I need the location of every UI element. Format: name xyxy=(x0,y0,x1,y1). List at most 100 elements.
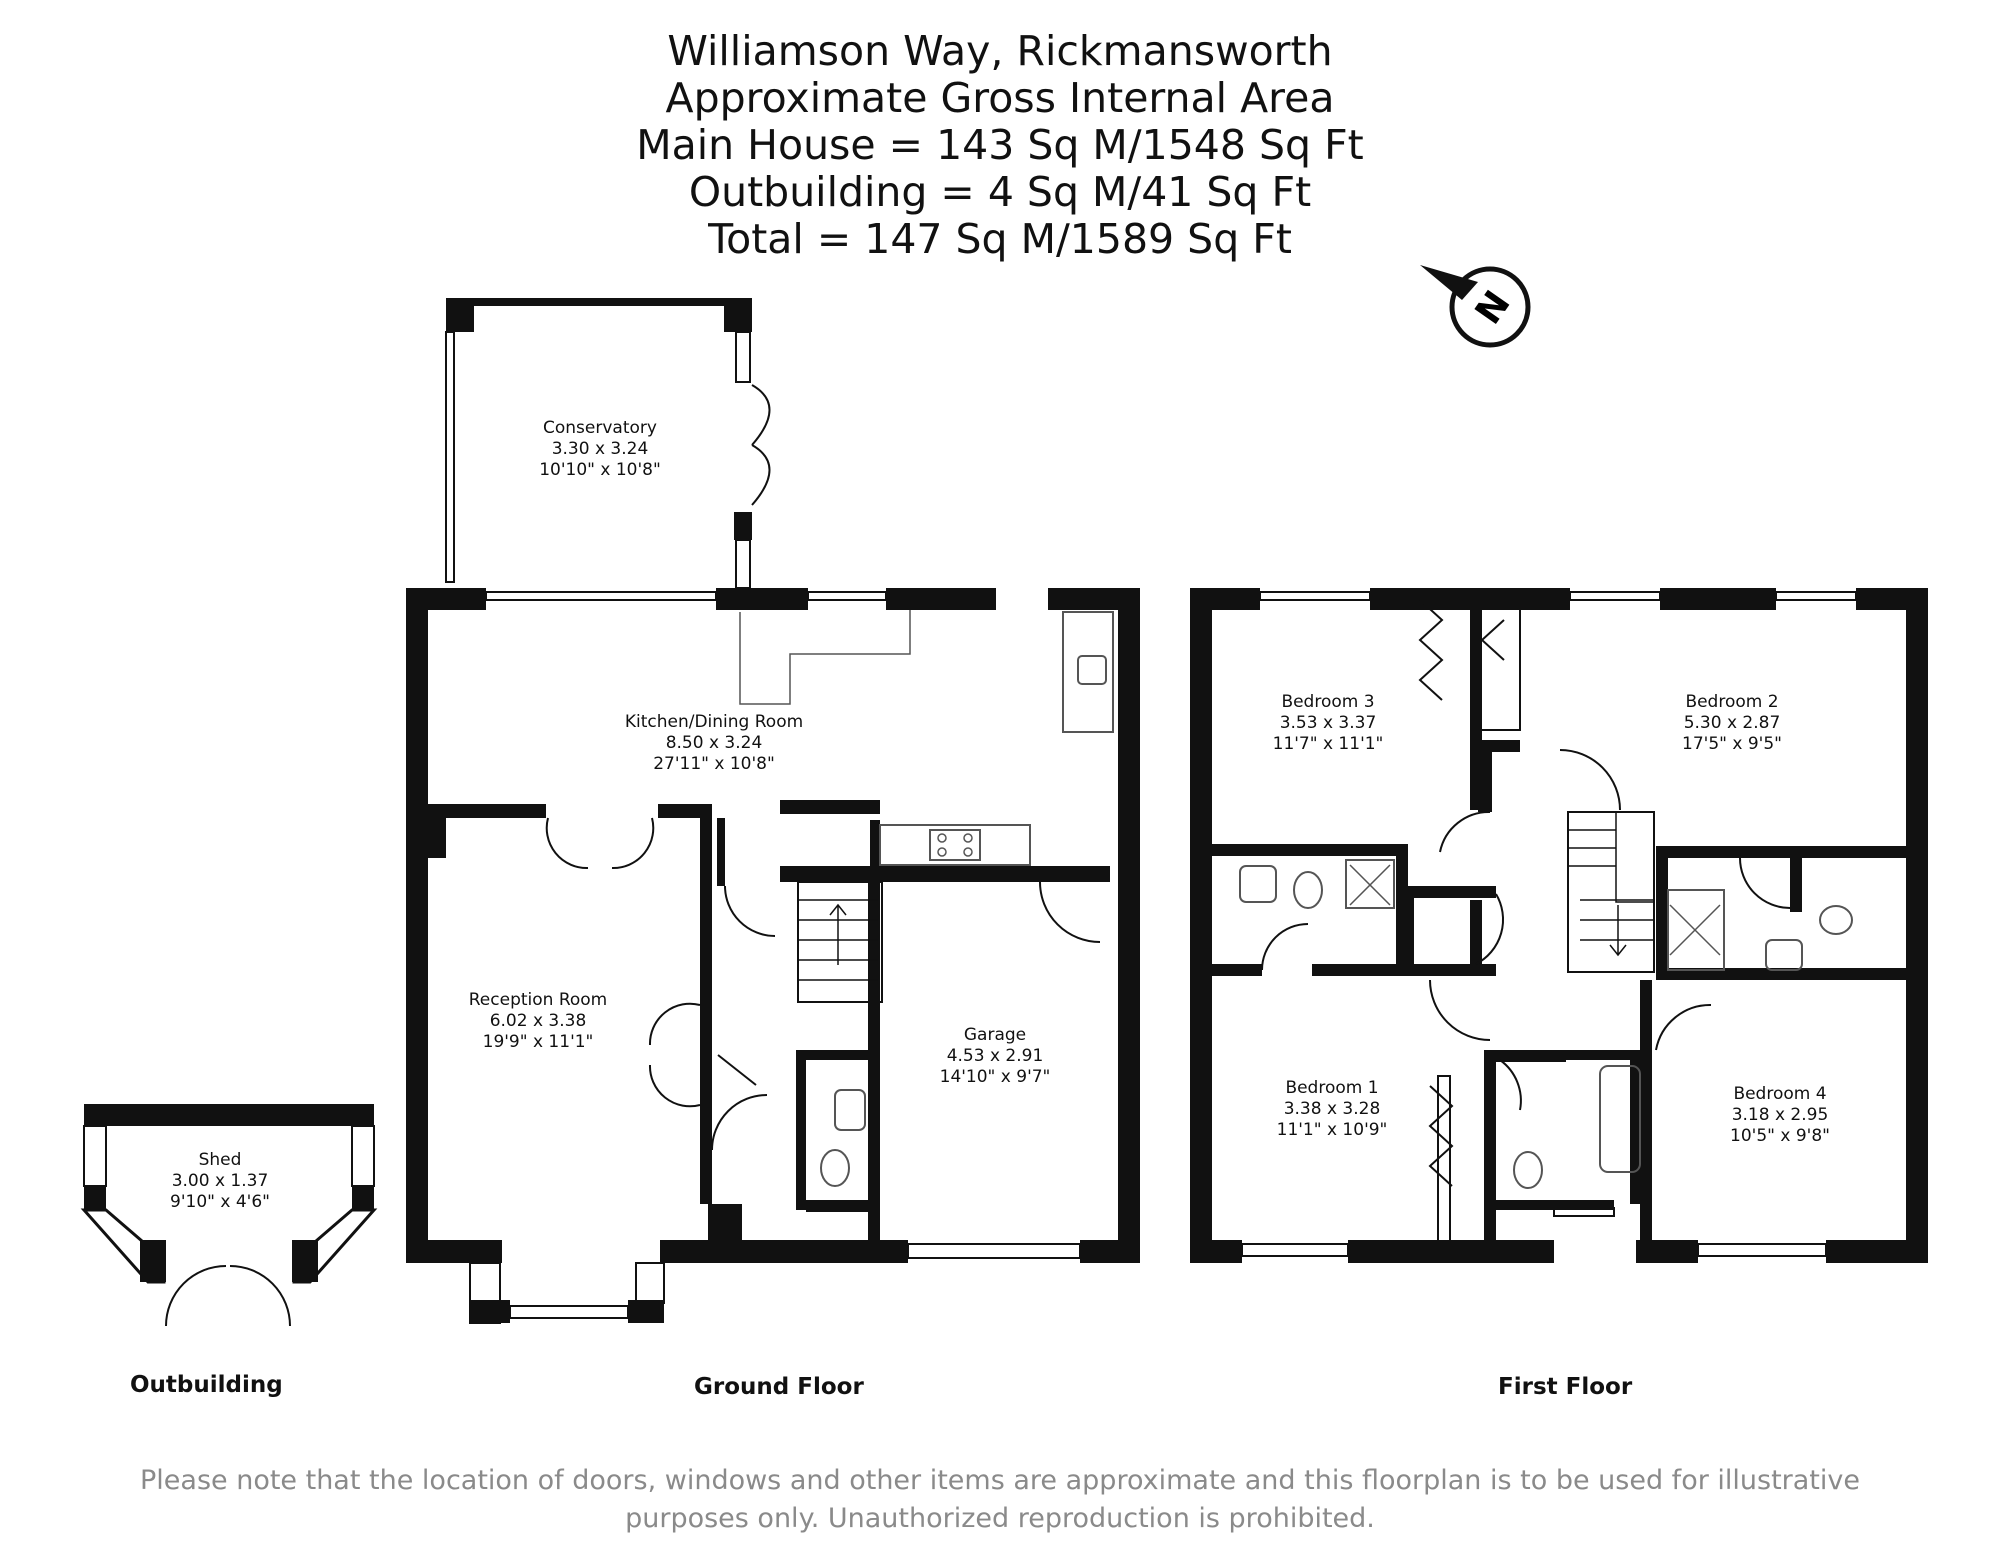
garage-door xyxy=(907,1243,1081,1259)
bath-icon xyxy=(1599,1065,1641,1173)
wall xyxy=(1470,900,1482,970)
disclaimer: Please note that the location of doors, … xyxy=(140,1462,1860,1538)
shower-icon xyxy=(1345,859,1395,909)
door-swing xyxy=(1439,810,1491,853)
disclaimer-line-1: Please note that the location of doors, … xyxy=(140,1465,1860,1496)
wall xyxy=(870,820,880,882)
kitchen-counter xyxy=(1062,611,1114,733)
door-swing xyxy=(1559,749,1621,811)
wall xyxy=(406,804,446,858)
wall xyxy=(446,298,474,332)
room-label-reception: Reception Room 6.02 x 3.38 19'9" x 11'1" xyxy=(469,990,607,1052)
room-imperial: 11'1" x 10'9" xyxy=(1277,1120,1388,1140)
stair-treads xyxy=(798,899,878,981)
north-compass-icon: N xyxy=(1420,265,1531,348)
first-floor-label: First Floor xyxy=(1498,1374,1633,1400)
room-metric: 3.53 x 3.37 xyxy=(1280,713,1377,733)
toilet-icon xyxy=(1819,905,1853,935)
room-name: Kitchen/Dining Room xyxy=(625,712,803,732)
kitchen-units xyxy=(739,610,911,705)
window xyxy=(445,331,455,583)
room-name: Shed xyxy=(199,1150,242,1170)
room-name: Bedroom 1 xyxy=(1285,1078,1378,1098)
wall xyxy=(796,1050,876,1060)
double-door xyxy=(545,817,655,870)
wall xyxy=(717,818,725,886)
room-metric: 3.30 x 3.24 xyxy=(552,439,649,459)
wall xyxy=(1566,1050,1640,1060)
wall xyxy=(796,1050,806,1210)
kitchen-worktop xyxy=(879,824,1031,866)
wall xyxy=(708,1204,742,1262)
wall xyxy=(1640,980,1652,1242)
basin-icon xyxy=(834,1089,866,1131)
window xyxy=(1697,1243,1827,1257)
wall xyxy=(406,588,428,1263)
wall xyxy=(716,588,808,610)
door-leaf xyxy=(717,1054,757,1086)
wall xyxy=(806,1200,876,1212)
window xyxy=(735,331,751,383)
wall xyxy=(1478,752,1492,812)
room-metric: 3.00 x 1.37 xyxy=(172,1171,269,1191)
staircase xyxy=(1567,811,1655,973)
wall xyxy=(1080,1240,1140,1263)
wall xyxy=(868,866,880,1260)
room-imperial: 14'10" x 9'7" xyxy=(940,1067,1051,1087)
compass-north-label: N xyxy=(1468,284,1519,332)
wall xyxy=(1906,588,1928,1263)
room-metric: 3.38 x 3.28 xyxy=(1284,1099,1381,1119)
hob-icon xyxy=(929,829,981,861)
toilet-icon xyxy=(1513,1151,1543,1189)
door-swing xyxy=(1739,857,1791,909)
room-name: Garage xyxy=(964,1025,1026,1045)
wall xyxy=(1048,588,1140,610)
wall xyxy=(1656,846,1668,978)
wall xyxy=(84,1104,374,1126)
door-swing xyxy=(1429,979,1491,1041)
room-imperial: 9'10" x 4'6" xyxy=(170,1192,270,1212)
wall xyxy=(1118,878,1140,1263)
wall xyxy=(140,1240,166,1282)
room-imperial: 27'11" x 10'8" xyxy=(653,754,775,774)
room-label-kitchen: Kitchen/Dining Room 8.50 x 3.24 27'11" x… xyxy=(625,712,803,774)
double-door xyxy=(648,1002,701,1108)
window xyxy=(635,1262,665,1304)
wall xyxy=(1630,1060,1640,1204)
room-label-bedroom3: Bedroom 3 3.53 x 3.37 11'7" x 11'1" xyxy=(1273,692,1384,754)
room-name: Bedroom 4 xyxy=(1733,1084,1826,1104)
room-metric: 6.02 x 3.38 xyxy=(490,1011,587,1031)
total-area: Total = 147 Sq M/1589 Sq Ft xyxy=(708,215,1292,263)
wall xyxy=(446,804,546,818)
title-block: Williamson Way, Rickmansworth Approximat… xyxy=(600,28,1400,263)
wall xyxy=(1212,964,1262,976)
wall xyxy=(1212,844,1402,856)
room-metric: 8.50 x 3.24 xyxy=(666,733,763,753)
wall xyxy=(1402,886,1496,898)
window xyxy=(1569,591,1661,601)
shower-icon xyxy=(1667,889,1725,971)
door-swing xyxy=(1039,881,1101,943)
wall xyxy=(1402,886,1414,976)
wardrobe-doors xyxy=(1418,599,1505,1187)
wall xyxy=(1470,740,1520,752)
wall xyxy=(700,804,712,1204)
door-swing xyxy=(1655,1003,1712,1051)
conservatory-door xyxy=(751,384,771,506)
door-swing xyxy=(1261,923,1309,971)
room-metric: 4.53 x 2.91 xyxy=(947,1046,1044,1066)
wall xyxy=(1494,1200,1614,1210)
room-metric: 5.30 x 2.87 xyxy=(1684,713,1781,733)
door-swing xyxy=(1475,893,1504,965)
wall xyxy=(84,1186,106,1210)
window xyxy=(735,539,751,589)
wall xyxy=(1348,1240,1554,1263)
toilet-icon xyxy=(820,1149,850,1187)
room-imperial: 11'7" x 11'1" xyxy=(1273,734,1384,754)
room-name: Bedroom 2 xyxy=(1685,692,1778,712)
wardrobe xyxy=(1479,599,1521,731)
room-label-shed: Shed 3.00 x 1.37 9'10" x 4'6" xyxy=(170,1150,270,1212)
main-house-area: Main House = 143 Sq M/1548 Sq Ft xyxy=(636,121,1364,169)
wall xyxy=(1660,846,1910,858)
shed-double-door xyxy=(165,1265,291,1327)
